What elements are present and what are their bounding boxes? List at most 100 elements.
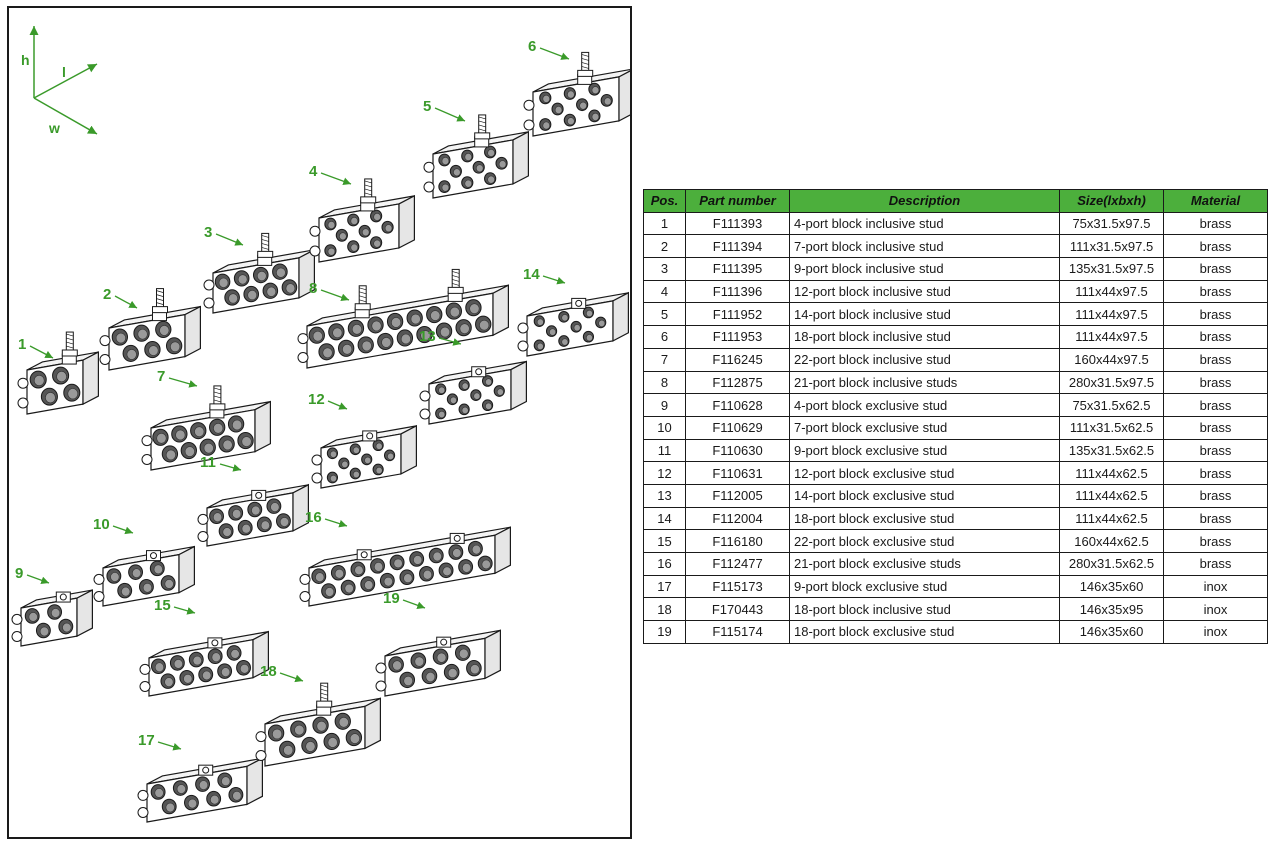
cell-size: 160x44x62.5 (1059, 529, 1164, 553)
cell-size: 111x44x97.5 (1059, 279, 1164, 304)
cell-material: brass (1163, 483, 1268, 508)
cell-size: 111x44x62.5 (1059, 483, 1164, 508)
position-label: 10 (93, 516, 110, 533)
cell-pos: 7 (643, 347, 686, 372)
leader-arrow (157, 741, 182, 751)
position-label: 3 (204, 224, 213, 241)
cell-size: 146x35x60 (1059, 574, 1164, 599)
cell-part-number: F116245 (685, 347, 790, 372)
cell-description: 18-port block inclusive stud (789, 325, 1060, 349)
position-label: 7 (157, 368, 166, 385)
block-7 (141, 385, 271, 471)
cell-pos: 15 (643, 529, 686, 553)
position-label: 5 (423, 98, 432, 115)
cell-material: brass (1163, 461, 1268, 485)
axis-triad (29, 26, 98, 135)
cell-part-number: F112005 (685, 483, 790, 508)
leader-arrow (438, 337, 462, 346)
cell-material: brass (1163, 529, 1268, 553)
cell-size: 111x44x97.5 (1059, 302, 1164, 327)
cell-description: 14-port block exclusive stud (789, 483, 1060, 508)
header-part-number: Part number (685, 189, 790, 213)
cell-description: 12-port block exclusive stud (789, 461, 1060, 485)
position-label: 9 (15, 565, 24, 582)
block-2 (99, 288, 201, 371)
cell-size: 111x44x62.5 (1059, 506, 1164, 531)
axis-label-h: h (21, 52, 30, 68)
cell-part-number: F111395 (685, 257, 790, 281)
block-19 (375, 629, 501, 697)
position-label: 17 (138, 732, 155, 749)
cell-material: brass (1163, 393, 1268, 417)
cell-description: 4-port block inclusive stud (789, 211, 1060, 236)
block-12 (311, 424, 417, 489)
cell-pos: 1 (643, 211, 686, 236)
axis-label-l: l (62, 64, 66, 80)
cell-size: 146x35x60 (1059, 620, 1164, 644)
cell-description: 21-port block inclusive studs (789, 370, 1060, 395)
cell-material: brass (1163, 302, 1268, 327)
cell-pos: 14 (643, 506, 686, 531)
cell-pos: 17 (643, 574, 686, 599)
cell-pos: 6 (643, 325, 686, 349)
cell-part-number: F111396 (685, 279, 790, 304)
cell-size: 111x31.5x62.5 (1059, 415, 1164, 440)
block-14 (517, 291, 629, 357)
position-label: 15 (154, 597, 171, 614)
cell-material: inox (1163, 620, 1268, 644)
cell-pos: 10 (643, 415, 686, 440)
table-header-row: Pos. Part number Description Size(lxbxh)… (643, 189, 1268, 213)
cell-pos: 11 (643, 438, 686, 463)
cell-pos: 4 (643, 279, 686, 304)
leader-arrow (320, 289, 350, 302)
axis-label-w: w (49, 120, 60, 136)
cell-description: 18-port block exclusive stud (789, 506, 1060, 531)
cell-size: 75x31.5x62.5 (1059, 393, 1164, 417)
cell-pos: 8 (643, 370, 686, 395)
leader-arrow (215, 233, 244, 246)
cell-size: 160x44x97.5 (1059, 347, 1164, 372)
cell-part-number: F111393 (685, 211, 790, 236)
cell-description: 14-port block inclusive stud (789, 302, 1060, 327)
cell-description: 9-port block inclusive stud (789, 257, 1060, 281)
cell-part-number: F115174 (685, 620, 790, 644)
block-4 (309, 178, 415, 263)
leader-arrow (112, 525, 134, 535)
cell-material: brass (1163, 257, 1268, 281)
cell-material: brass (1163, 279, 1268, 304)
cell-part-number: F112875 (685, 370, 790, 395)
block-13 (419, 360, 527, 425)
leader-arrow (26, 574, 50, 584)
cell-part-number: F111952 (685, 302, 790, 327)
cell-description: 12-port block inclusive stud (789, 279, 1060, 304)
block-6 (523, 51, 630, 137)
cell-size: 135x31.5x62.5 (1059, 438, 1164, 463)
header-size: Size(lxbxh) (1059, 189, 1164, 213)
leader-arrow (402, 599, 426, 609)
cell-description: 4-port block exclusive stud (789, 393, 1060, 417)
cell-part-number: F116180 (685, 529, 790, 553)
leader-arrow (539, 47, 570, 60)
position-label: 13 (419, 328, 436, 345)
cell-material: inox (1163, 574, 1268, 599)
cell-part-number: F112004 (685, 506, 790, 531)
position-label: 2 (103, 286, 112, 303)
cell-material: brass (1163, 552, 1268, 576)
block-16 (299, 526, 511, 607)
cell-pos: 5 (643, 302, 686, 327)
cell-size: 111x44x97.5 (1059, 325, 1164, 349)
cell-part-number: F110630 (685, 438, 790, 463)
cell-pos: 13 (643, 483, 686, 508)
